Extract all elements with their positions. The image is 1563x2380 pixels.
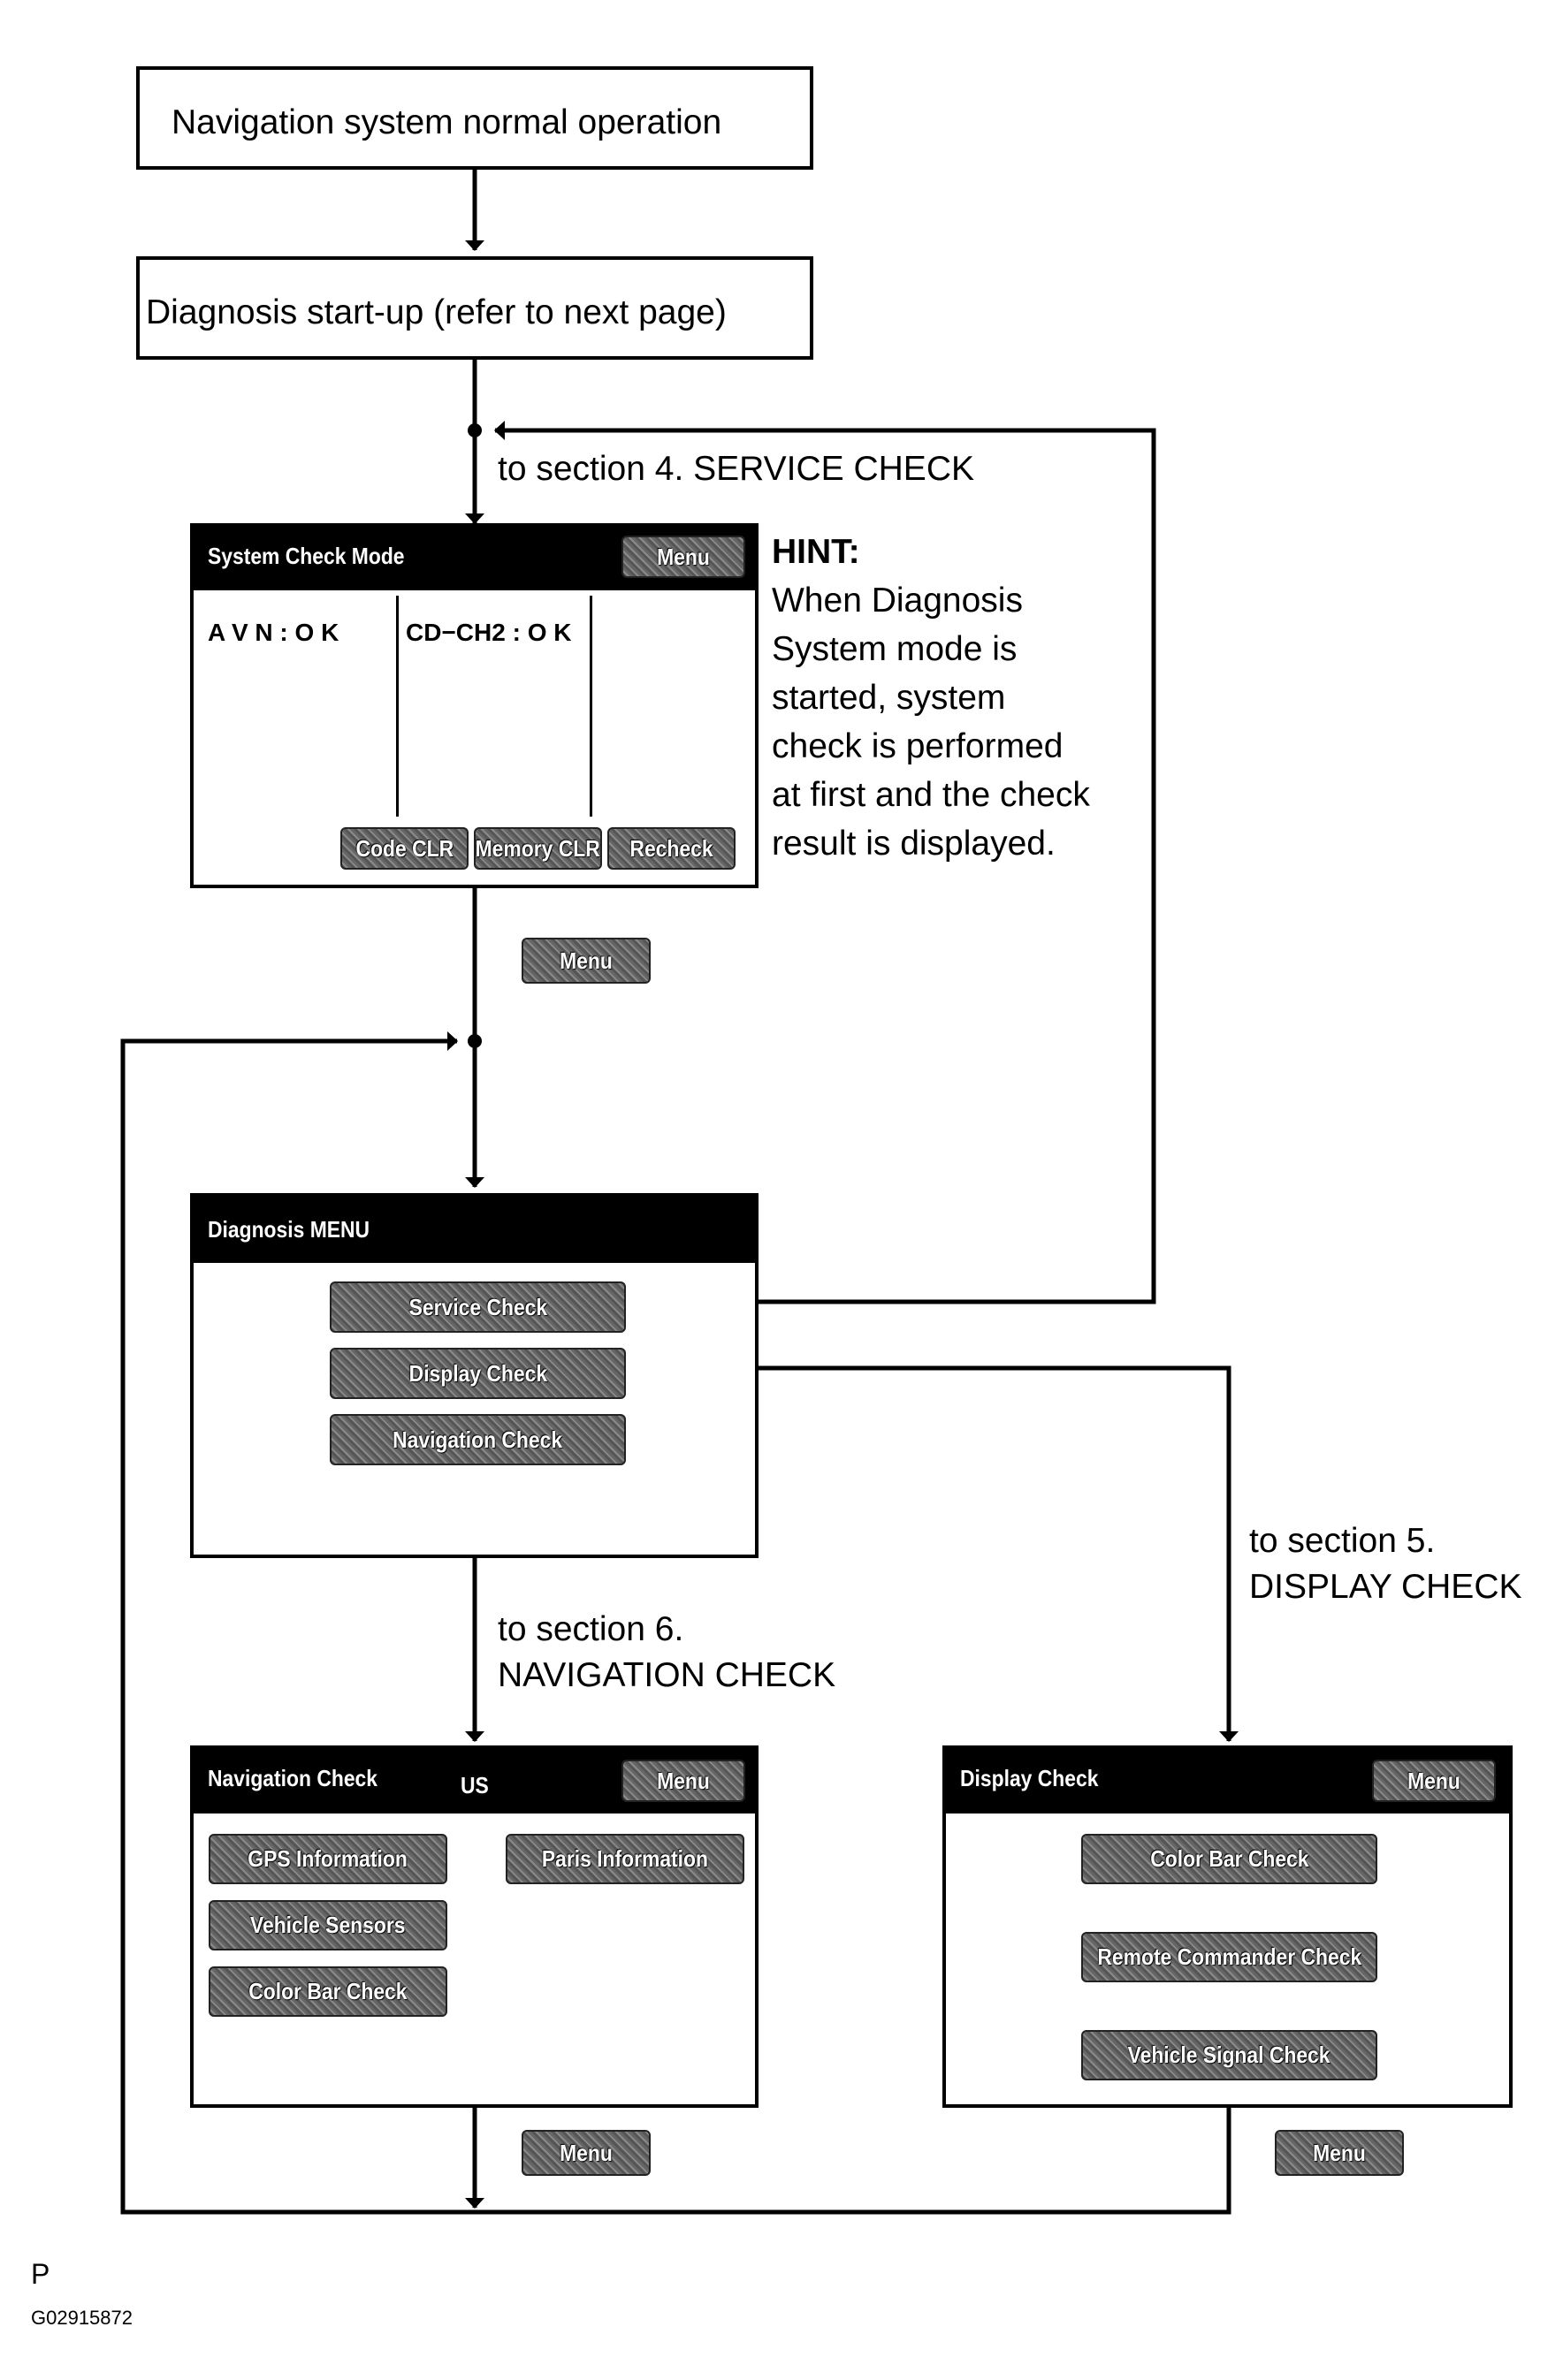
navigation-return-menu-button[interactable]: Menu: [522, 2130, 651, 2176]
diagnosis-menu-title: Diagnosis MENU: [208, 1216, 370, 1243]
hint-line: check is performed: [772, 727, 1064, 765]
color-bar-check-button[interactable]: Color Bar Check: [209, 1966, 447, 2017]
remote-commander-check-button[interactable]: Remote Commander Check: [1081, 1932, 1377, 1982]
navigation-check-button[interactable]: Navigation Check: [330, 1414, 626, 1465]
normal-operation-box: Navigation system normal operation: [136, 66, 813, 170]
hint-line: System mode is: [772, 630, 1018, 668]
junction-dot-middle: [468, 1034, 482, 1048]
system-check-screen: System Check Mode Menu A V N : O K CD−CH…: [190, 523, 759, 888]
hint-line: result is displayed.: [772, 825, 1056, 863]
connector-return-loop: [120, 1031, 1231, 2215]
label-to-display-check-2: DISPLAY CHECK: [1249, 1568, 1522, 1606]
system-check-title: System Check Mode: [208, 543, 405, 569]
menu-button-to-diagnosis[interactable]: Menu: [522, 938, 651, 984]
hint-line: started, system: [772, 679, 1006, 717]
normal-operation-text: Navigation system normal operation: [172, 103, 722, 141]
cd-status: CD−CH2 : O K: [406, 619, 572, 646]
display-check-button[interactable]: Display Check: [330, 1348, 626, 1399]
avn-status: A V N : O K: [208, 619, 339, 646]
display-check-menu-button[interactable]: Menu: [1372, 1760, 1496, 1802]
label-to-service-check: to section 4. SERVICE CHECK: [498, 450, 974, 488]
junction-dot-top: [468, 423, 482, 437]
navigation-check-header: Navigation Check US Menu: [194, 1749, 755, 1814]
system-check-menu-button[interactable]: Menu: [621, 536, 745, 578]
footer-code: G02915872: [31, 2307, 133, 2329]
hint-title: HINT:: [772, 533, 860, 571]
navigation-check-menu-button[interactable]: Menu: [621, 1760, 745, 1802]
display-check-title: Display Check: [960, 1765, 1099, 1791]
vehicle-sensors-button[interactable]: Vehicle Sensors: [209, 1900, 447, 1950]
hint-block: HINT: When Diagnosis System mode is star…: [772, 528, 1090, 868]
diagnosis-menu-header: Diagnosis MENU: [194, 1197, 755, 1263]
display-check-screen: Display Check Menu Color Bar Check Remot…: [942, 1745, 1513, 2108]
recheck-button[interactable]: Recheck: [607, 827, 736, 870]
diagnosis-menu-screen: Diagnosis MENU Service Check Display Che…: [190, 1193, 759, 1558]
connector-menu-to-display-check: [622, 1365, 1239, 1742]
status-divider: [396, 596, 399, 817]
navigation-check-region: US: [461, 1772, 489, 1798]
code-clr-button[interactable]: Code CLR: [340, 827, 469, 870]
display-return-menu-button[interactable]: Menu: [1275, 2130, 1404, 2176]
label-to-navigation-check-2: NAVIGATION CHECK: [498, 1656, 836, 1694]
vehicle-signal-check-button[interactable]: Vehicle Signal Check: [1081, 2030, 1377, 2080]
connector-service-check-loop: [494, 421, 1156, 1304]
hint-line: at first and the check: [772, 776, 1090, 814]
navigation-check-title: Navigation Check: [208, 1765, 377, 1791]
color-bar-check-button[interactable]: Color Bar Check: [1081, 1834, 1377, 1884]
diagnosis-startup-box: Diagnosis start-up (refer to next page): [136, 256, 813, 360]
footer-letter: P: [31, 2258, 50, 2290]
gps-information-button[interactable]: GPS Information: [209, 1834, 447, 1884]
system-check-header: System Check Mode Menu: [194, 527, 755, 590]
paris-information-button[interactable]: Paris Information: [506, 1834, 744, 1884]
label-to-navigation-check-1: to section 6.: [498, 1610, 684, 1648]
service-check-button[interactable]: Service Check: [330, 1281, 626, 1333]
diagnosis-startup-text: Diagnosis start-up (refer to next page): [146, 293, 727, 331]
status-divider: [590, 596, 592, 817]
display-check-header: Display Check Menu: [946, 1749, 1509, 1814]
memory-clr-button[interactable]: Memory CLR: [474, 827, 602, 870]
label-to-display-check-1: to section 5.: [1249, 1522, 1436, 1560]
navigation-check-screen: Navigation Check US Menu GPS Information…: [190, 1745, 759, 2108]
hint-line: When Diagnosis: [772, 582, 1023, 620]
